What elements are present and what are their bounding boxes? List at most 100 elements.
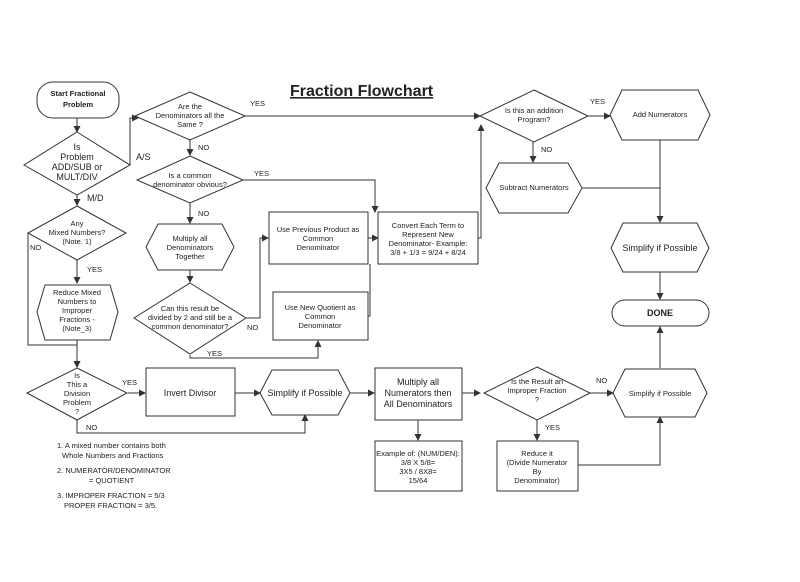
node-div-by-2: Can this result be divided by 2 and stil… — [133, 282, 247, 355]
node-improper-line-3: ? — [535, 395, 539, 404]
node-op-type: Is Problem ADD/SUB or MULT/DIV — [23, 131, 131, 196]
node-reduce-it-line-2: (Divide Numerator — [507, 458, 568, 467]
node-example-line-3: 3X5 / 8X8= — [399, 467, 437, 476]
label-no-improper: NO — [596, 376, 607, 385]
node-example-line-2: 3/8 X 5/8= — [401, 458, 436, 467]
node-reduce-it: Reduce it (Divide Numerator By Denominat… — [496, 440, 579, 492]
edge-division-no — [76, 414, 309, 434]
label-no-division: NO — [86, 423, 97, 432]
node-simplify-mid-line-1: Simplify if Possible — [267, 388, 342, 398]
node-start: Start Fractional Problem — [36, 81, 120, 119]
node-common-obvious: Is a common denominator obvious? — [135, 155, 245, 204]
node-use-prev: Use Previous Product as Common Denominat… — [268, 211, 369, 265]
node-example-line-4: 15/64 — [409, 476, 428, 485]
node-division-line-1: Is — [74, 371, 80, 380]
node-mixed-line-3: (Note. 1) — [62, 237, 92, 246]
node-multiply-all-line-1: Multiply all — [172, 234, 207, 243]
node-convert-line-1: Convert Each Term to — [392, 221, 464, 230]
node-multiply-all-line-2: Denominators — [167, 243, 214, 252]
label-yes-improper: YES — [545, 423, 560, 432]
notes: 1. A mixed number contains both Whole Nu… — [57, 441, 171, 510]
node-simplify-right-line-1: Simplify if Possible — [629, 389, 692, 398]
node-mixed-line-2: Mixed Numbers? — [49, 228, 106, 237]
node-convert: Convert Each Term to Represent New Denom… — [377, 211, 479, 265]
node-sub-num: Subtract Numerators — [485, 162, 583, 214]
connectors — [27, 112, 664, 466]
node-use-prev-line-3: Denominator — [297, 243, 340, 252]
edge-as-same — [129, 114, 139, 165]
node-division-line-5: ? — [75, 407, 79, 416]
node-op-type-line-1: Is — [73, 142, 81, 152]
node-sub-num-line-1: Subtract Numerators — [499, 183, 568, 192]
node-reduce-mixed-line-4: Fractions - — [59, 315, 95, 324]
node-improper: Is the Result an Improper Fraction ? — [482, 366, 592, 421]
note-3-line-1: 3. IMPROPER FRACTION = 5/3 — [57, 491, 165, 500]
node-division-line-2: This a — [67, 380, 88, 389]
node-use-new-line-2: Common — [305, 312, 335, 321]
node-same-den-line-2: Denominators all the — [156, 111, 225, 120]
node-multiply-nd: Multiply all Numerators then All Denomin… — [374, 367, 463, 421]
node-add-num-line-1: Add Numerators — [633, 110, 688, 119]
note-3-line-2: PROPER FRACTION = 3/5. — [64, 501, 157, 510]
label-yes-addition: YES — [590, 97, 605, 106]
node-is-addition-line-2: Program? — [518, 115, 551, 124]
node-multiply-nd-line-1: Multiply all — [397, 377, 439, 387]
node-mixed-line-1: Any — [71, 219, 84, 228]
edge-convert-add — [477, 124, 485, 239]
node-division: Is This a Division Problem ? — [25, 367, 129, 421]
node-div-by-2-line-3: common denominator? — [152, 322, 229, 331]
node-op-type-line-4: MULT/DIV — [56, 172, 97, 182]
node-simplify-mid: Simplify if Possible — [259, 369, 351, 416]
node-use-prev-line-1: Use Previous Product as — [277, 225, 360, 234]
label-md: M/D — [87, 193, 104, 203]
node-multiply-nd-line-3: All Denominators — [384, 399, 453, 409]
node-multiply-all-line-3: Together — [175, 252, 205, 261]
label-as: A/S — [136, 152, 151, 162]
note-1-line-2: Whole Numbers and Fractions — [62, 451, 164, 460]
label-yes-div2: YES — [207, 349, 222, 358]
node-div-by-2-line-2: divided by 2 and still be a — [148, 313, 233, 322]
node-op-type-line-2: Problem — [60, 152, 94, 162]
node-start-line-2: Problem — [63, 100, 93, 109]
label-yes-division: YES — [122, 378, 137, 387]
node-simplify-top-line-1: Simplify if Possible — [622, 243, 697, 253]
note-1-line-1: 1. A mixed number contains both — [57, 441, 166, 450]
node-div-by-2-line-1: Can this result be — [161, 304, 219, 313]
node-simplify-right: Simplify if Possible — [612, 368, 708, 418]
node-example: Example of: (NUM/DEN): 3/8 X 5/8= 3X5 / … — [374, 440, 463, 492]
label-yes-same: YES — [250, 99, 265, 108]
node-multiply-all: Multiply all Denominators Together — [145, 223, 235, 271]
node-mixed: Any Mixed Numbers? (Note. 1) — [26, 205, 128, 261]
note-2-line-2: = QUOTIENT — [89, 476, 135, 485]
edge-new-convert — [368, 264, 371, 317]
label-yes-common: YES — [254, 169, 269, 178]
node-invert-line-1: Invert Divisor — [164, 388, 217, 398]
node-reduce-it-line-3: By — [533, 467, 542, 476]
edge-common-yes — [242, 179, 379, 213]
node-use-new-line-3: Denominator — [299, 321, 342, 330]
node-division-line-3: Division — [64, 389, 90, 398]
node-invert: Invert Divisor — [145, 367, 236, 417]
node-start-line-1: Start Fractional — [50, 89, 105, 98]
node-improper-line-2: Improper Fraction — [507, 386, 566, 395]
node-common-obvious-line-1: Is a common — [169, 171, 212, 180]
node-reduce-mixed-line-2: Numbers to — [58, 297, 97, 306]
label-no-div2: NO — [247, 323, 258, 332]
node-multiply-nd-line-2: Numerators then — [384, 388, 451, 398]
node-common-obvious-line-2: denominator obvious? — [153, 180, 227, 189]
node-example-line-1: Example of: (NUM/DEN): — [376, 449, 460, 458]
node-simplify-top: Simplify if Possible — [610, 222, 710, 273]
node-same-den: Are the Denominators all the Same ? — [133, 91, 247, 141]
node-reduce-mixed: Reduce Mixed Numbers to Improper Fractio… — [36, 284, 119, 341]
node-op-type-line-3: ADD/SUB or — [52, 162, 103, 172]
node-convert-line-4: 3/8 + 1/3 = 9/24 + 8/24 — [390, 248, 466, 257]
node-improper-line-1: Is the Result an — [511, 377, 563, 386]
node-use-prev-line-2: Common — [303, 234, 333, 243]
edge-div2-no — [245, 234, 269, 319]
node-convert-line-2: Represent New — [402, 230, 454, 239]
node-use-new: Use New Quotient as Common Denominator — [272, 291, 369, 341]
label-no-same: NO — [198, 143, 209, 152]
node-use-new-line-1: Use New Quotient as — [285, 303, 356, 312]
node-reduce-it-line-1: Reduce it — [521, 449, 554, 458]
